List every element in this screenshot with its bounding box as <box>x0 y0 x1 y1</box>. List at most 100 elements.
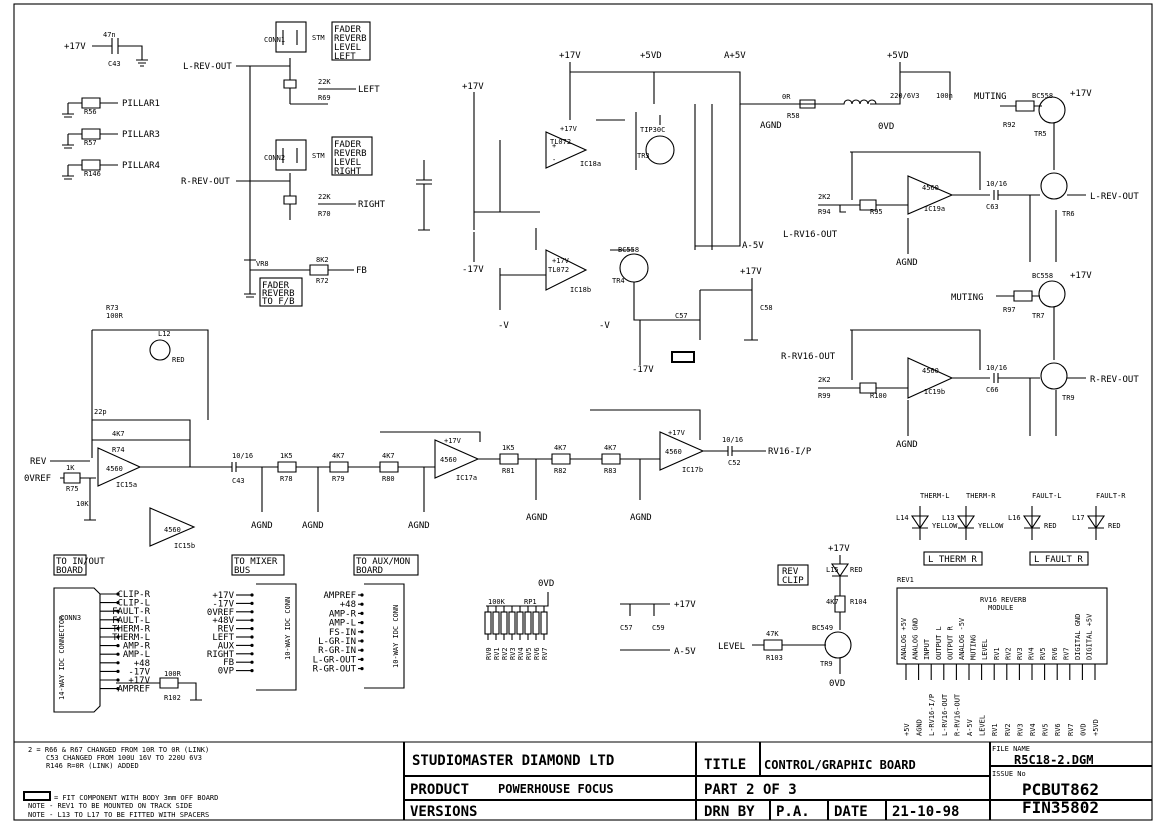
svg-text:+: + <box>552 142 556 150</box>
rev-input-section: REV 0VREF 1K R75 10K 4560 IC15a 22p 4K7 … <box>24 304 812 550</box>
svg-text:R104: R104 <box>850 598 867 606</box>
conn-in-out-pin-dot <box>116 661 120 665</box>
rv16-pin-label: RV2 <box>1004 723 1012 736</box>
svg-text:RED: RED <box>850 566 863 574</box>
conn-mixer-pin-label: AUX <box>218 641 235 651</box>
svg-text:R80: R80 <box>382 475 395 483</box>
svg-text:R79: R79 <box>332 475 345 483</box>
right-reverb-output: MUTING +17V BC558 TR7 R97 4560 IC19b 10/… <box>781 271 1139 450</box>
svg-text:STM: STM <box>312 34 325 42</box>
svg-text:TR9: TR9 <box>1062 394 1075 402</box>
fader-fb-line2: REVERB <box>262 289 295 299</box>
svg-text:R69: R69 <box>318 94 331 102</box>
led-therm-r: L13 YELLOW THERM-R <box>942 492 1004 540</box>
conn-mixer-pin-label: 0VREF <box>207 608 234 618</box>
conn-aux-pin-dot <box>360 593 364 597</box>
rv16-internal-pin-label: LEVEL <box>981 639 989 660</box>
conn-aux-pin-label: AMP-R <box>329 609 357 619</box>
connector-in-out: TO IN/OUT BOARD CONN3 14-WAY IDC CONNECT… <box>53 554 202 713</box>
svg-text:R92: R92 <box>1003 121 1016 129</box>
conn-in-out-pin-dot <box>116 687 120 691</box>
drawn-label: DRN BY <box>704 804 755 820</box>
led-therm-l-label: THERM-L <box>920 492 950 500</box>
conn-aux-pin-dot <box>360 667 364 671</box>
svg-text:L15: L15 <box>826 566 839 574</box>
fader-left-line1: FADER <box>334 25 362 35</box>
rv16-pin-label: +5V <box>903 723 911 736</box>
rv16-pin-label: AGND <box>916 719 924 736</box>
svg-text:+17V: +17V <box>560 125 578 133</box>
rp-resistor <box>492 611 500 635</box>
rv16-ip-label: RV16-I/P <box>768 447 812 457</box>
conn-aux-pin-dot <box>360 602 364 606</box>
rv16-module-title1: RV16 REVERB <box>980 596 1026 604</box>
svg-text:C58: C58 <box>760 304 773 312</box>
l-rev-out-input-label: L-REV-OUT <box>183 62 232 72</box>
conn-aux-pin-label: L-GR-IN <box>318 637 356 647</box>
product-value: POWERHOUSE FOCUS <box>498 782 614 796</box>
conn-aux-pin-label: FS-IN <box>329 628 356 638</box>
svg-text:R82: R82 <box>554 467 567 475</box>
svg-text:TIP30C: TIP30C <box>640 126 665 134</box>
rp-resistor <box>516 611 524 635</box>
conn-aux-type: 10-WAY IDC CONN <box>392 605 400 668</box>
rp-0vd-label: 0VD <box>538 579 554 589</box>
file-name-label: FILE NAME <box>992 745 1030 753</box>
conn-mixer-pin-dot <box>250 635 254 639</box>
conn-aux-pin-label: AMP-L <box>329 619 356 629</box>
conn-in-out-pin-dot <box>116 669 120 674</box>
conn-aux-pin-dot <box>360 639 364 643</box>
svg-text:4560: 4560 <box>440 456 457 464</box>
conn-in-out-pin-dot <box>116 652 120 656</box>
agnd-label-5: AGND <box>302 521 324 531</box>
rv16-internal-pin-label: RV1 <box>993 647 1001 660</box>
date-label: DATE <box>834 804 868 820</box>
rp-resistor-label: RV7 <box>541 647 549 660</box>
conn-in-out-pin-label: -17V <box>128 667 150 677</box>
conn-aux-pin-label: +48 <box>340 600 356 610</box>
conn-mixer-pin-dot <box>250 610 254 614</box>
rail-17v-tr5-label: +17V <box>1070 89 1092 99</box>
svg-text:4560: 4560 <box>106 465 123 473</box>
rv16-internal-pin-label: DIGITAL GND <box>1074 614 1082 660</box>
pillar4-label: PILLAR4 <box>122 161 160 171</box>
rp-resistor-label: RV5 <box>525 647 533 660</box>
rail-17v-label: +17V <box>559 51 581 61</box>
conn-in-out-pin-dot <box>116 626 120 631</box>
svg-text:IC18b: IC18b <box>570 286 591 294</box>
svg-text:R100: R100 <box>870 392 887 400</box>
rv16-internal-pin-label: OUTPUT L <box>935 626 943 660</box>
fader-right-line2: REVERB <box>334 149 367 159</box>
svg-text:22p: 22p <box>94 408 107 416</box>
svg-text:BC558: BC558 <box>1032 92 1053 100</box>
conn-mixer-title1: TO MIXER <box>234 557 278 567</box>
svg-text:C57: C57 <box>620 624 633 632</box>
rail-17v-mid-label: +17V <box>740 267 762 277</box>
svg-text:8K2: 8K2 <box>316 256 329 264</box>
agnd-label-1: AGND <box>760 121 782 131</box>
svg-text:IC19a: IC19a <box>924 205 945 213</box>
issue-value-1: PCBUT862 <box>1022 780 1099 799</box>
rp-resistor-label: RV3 <box>509 647 517 660</box>
reverb-fader-section: L-REV-OUT CONN1 STM FADER REVERB LEVEL L… <box>181 21 386 307</box>
agnd-label-6: AGND <box>408 521 430 531</box>
rv16-internal-pin-label: ANALOG GND <box>912 618 920 660</box>
rv16-module-title2: MODULE <box>988 604 1013 612</box>
conn-mixer-pin-dot <box>250 601 254 606</box>
svg-text:R73: R73 <box>106 304 119 312</box>
rev-clip-line1: REV <box>782 567 799 577</box>
svg-text:C52: C52 <box>728 459 741 467</box>
supply-label-17v: +17V <box>64 42 86 52</box>
conn-in-out-pin-dot <box>116 635 120 639</box>
rp-resistor-label: RV1 <box>493 647 501 660</box>
svg-text:R81: R81 <box>502 467 515 475</box>
svg-text:R56: R56 <box>84 108 97 116</box>
conn-aux-pin-dot <box>360 657 364 662</box>
conn-mixer-pin-dot <box>250 652 254 656</box>
conn-in-out-pin-label: AMP-R <box>123 642 151 652</box>
conn-aux-pin-dot <box>360 648 364 652</box>
svg-text:100n: 100n <box>936 92 953 100</box>
